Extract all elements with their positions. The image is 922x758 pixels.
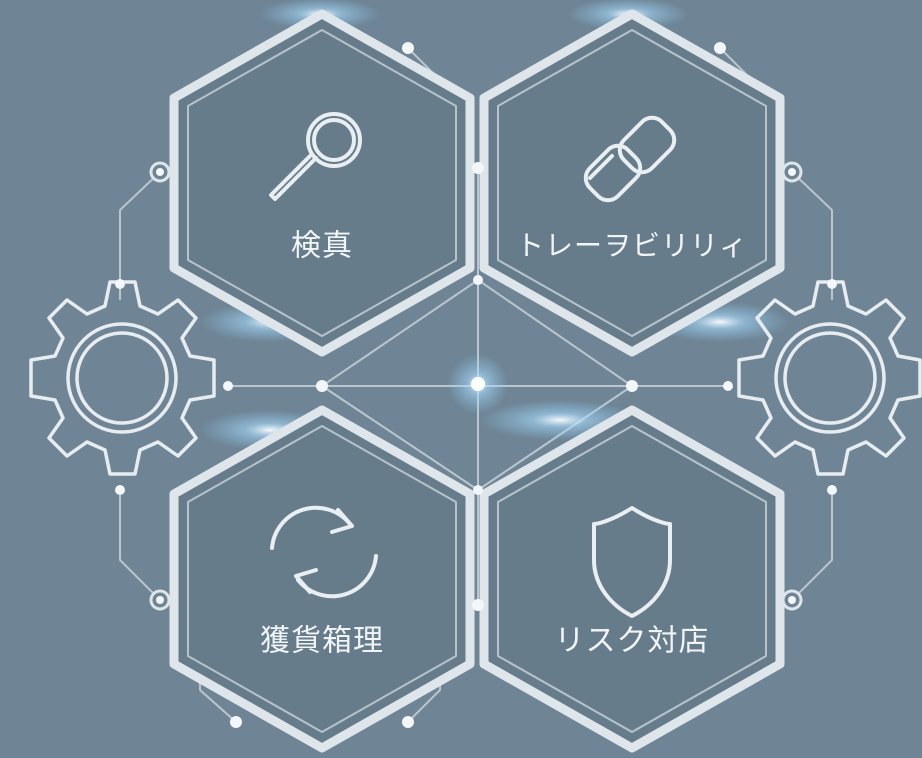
chain-link-icon xyxy=(583,115,677,203)
shield-icon xyxy=(592,506,672,618)
magnifier-icon xyxy=(269,112,362,201)
refresh-arrows-icon xyxy=(270,505,378,599)
circuit-nodes xyxy=(115,42,837,728)
center-glow-node xyxy=(471,377,485,391)
gear-icon xyxy=(737,280,922,476)
hexagon-bottom-left xyxy=(169,405,475,753)
hexagon-label-top-left: 検真 xyxy=(291,229,353,264)
gear-icon xyxy=(29,280,216,476)
hexagon-label-top-right: トレーヲビリリィ xyxy=(516,229,748,262)
hexagon-label-bottom-right: リスク対店 xyxy=(555,624,710,659)
hexagon-label-bottom-left: 獲貨箱理 xyxy=(260,624,384,659)
hexagon-bottom-right xyxy=(479,405,785,753)
hexagon-top-left xyxy=(169,9,475,357)
